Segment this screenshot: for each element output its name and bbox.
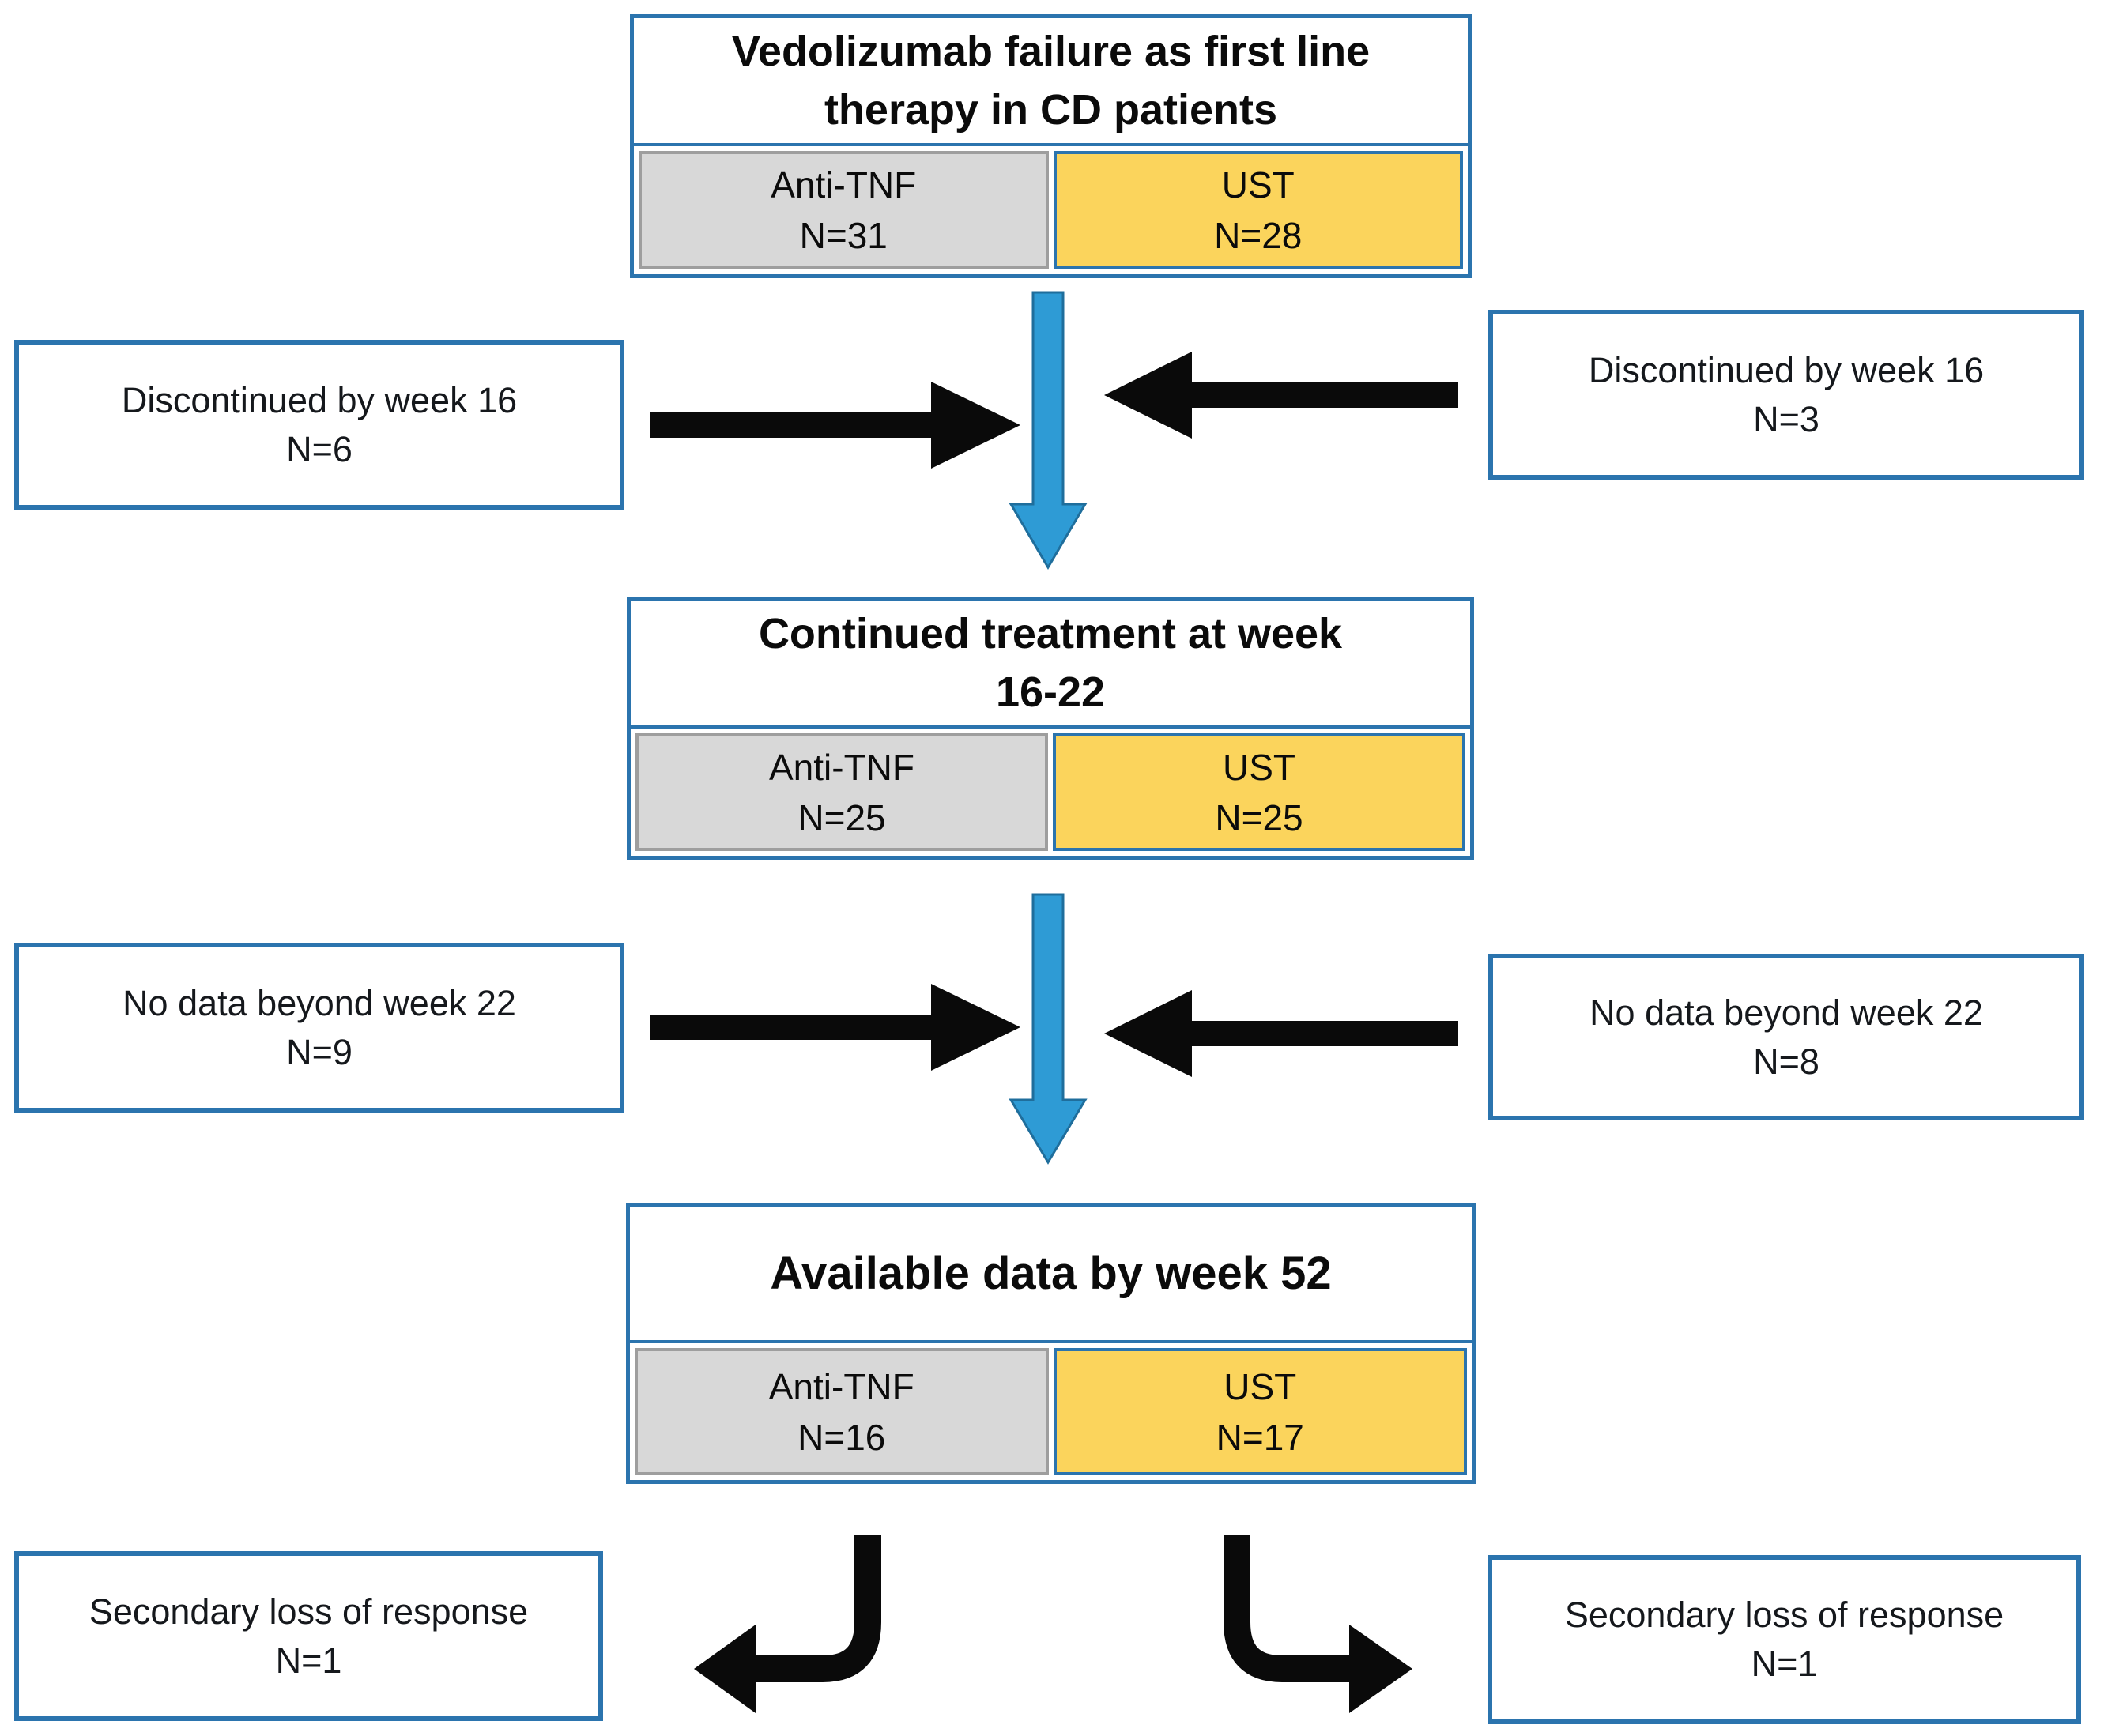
anti-tnf-cell: Anti-TNF N=31 bbox=[639, 151, 1049, 269]
stage-title-line: Continued treatment at week bbox=[758, 610, 1343, 657]
stage-title: Continued treatment at week 16-22 bbox=[631, 601, 1470, 725]
black-left-arrow-row2 bbox=[1104, 990, 1458, 1077]
ust-cell: UST N=25 bbox=[1053, 733, 1465, 851]
cell-label: UST bbox=[1223, 746, 1295, 788]
stage-title-line: 16-22 bbox=[995, 668, 1106, 716]
note-secondary-loss-ust: Secondary loss of response N=1 bbox=[1488, 1555, 2081, 1724]
ust-cell: UST N=17 bbox=[1053, 1348, 1467, 1475]
stage-box-vedolizumab-failure: Vedolizumab failure as first line therap… bbox=[630, 14, 1472, 278]
cell-count: N=25 bbox=[1215, 796, 1303, 838]
note-no-data-week22-ust: No data beyond week 22 N=8 bbox=[1488, 954, 2084, 1120]
stage-cells: Anti-TNF N=16 UST N=17 bbox=[630, 1340, 1472, 1480]
cell-count: N=16 bbox=[797, 1416, 886, 1458]
cell-label: Anti-TNF bbox=[771, 164, 917, 205]
note-text: Discontinued by week 16 bbox=[1588, 349, 1985, 390]
note-count: N=1 bbox=[1751, 1644, 1818, 1684]
black-curved-down-right-arrow bbox=[1224, 1535, 1412, 1713]
black-right-arrow-row2 bbox=[650, 984, 1020, 1071]
cell-label: Anti-TNF bbox=[769, 746, 914, 788]
black-right-arrow-row1 bbox=[650, 382, 1020, 469]
blue-down-arrow-2 bbox=[1009, 893, 1088, 1165]
note-text: No data beyond week 22 bbox=[123, 982, 516, 1023]
cell-label: Anti-TNF bbox=[768, 1365, 914, 1407]
stage-cells: Anti-TNF N=31 UST N=28 bbox=[634, 143, 1468, 274]
note-count: N=3 bbox=[1753, 398, 1819, 439]
stage-title-line: Available data by week 52 bbox=[770, 1248, 1332, 1299]
blue-down-arrow-1 bbox=[1009, 291, 1088, 570]
note-discontinued-week16-anti-tnf: Discontinued by week 16 N=6 bbox=[14, 340, 624, 510]
note-count: N=9 bbox=[286, 1031, 353, 1072]
stage-title-line: Vedolizumab failure as first line bbox=[731, 28, 1371, 75]
anti-tnf-cell: Anti-TNF N=16 bbox=[635, 1348, 1049, 1475]
stage-title: Vedolizumab failure as first line therap… bbox=[634, 18, 1468, 143]
cell-label: UST bbox=[1221, 164, 1295, 205]
cell-count: N=31 bbox=[799, 215, 888, 256]
note-count: N=8 bbox=[1753, 1041, 1819, 1082]
black-curved-down-left-arrow bbox=[694, 1535, 881, 1713]
note-text: Discontinued by week 16 bbox=[121, 379, 518, 420]
cell-count: N=17 bbox=[1216, 1416, 1304, 1458]
cell-count: N=25 bbox=[797, 796, 886, 838]
note-text: No data beyond week 22 bbox=[1589, 992, 1983, 1033]
cell-label: UST bbox=[1224, 1365, 1297, 1407]
stage-title-line: therapy in CD patients bbox=[824, 86, 1278, 134]
note-secondary-loss-anti-tnf: Secondary loss of response N=1 bbox=[14, 1551, 603, 1721]
note-discontinued-week16-ust: Discontinued by week 16 N=3 bbox=[1488, 310, 2084, 480]
ust-cell: UST N=28 bbox=[1053, 151, 1463, 269]
note-text: Secondary loss of response bbox=[1564, 1595, 2004, 1635]
stage-title: Available data by week 52 bbox=[630, 1207, 1472, 1340]
note-text: Secondary loss of response bbox=[89, 1591, 529, 1632]
anti-tnf-cell: Anti-TNF N=25 bbox=[635, 733, 1048, 851]
note-count: N=1 bbox=[275, 1640, 342, 1681]
stage-cells: Anti-TNF N=25 UST N=25 bbox=[631, 725, 1470, 856]
cell-count: N=28 bbox=[1214, 215, 1303, 256]
stage-box-available-data-week52: Available data by week 52 Anti-TNF N=16 … bbox=[626, 1203, 1476, 1484]
stage-box-continued-treatment: Continued treatment at week 16-22 Anti-T… bbox=[627, 597, 1474, 860]
note-no-data-week22-anti-tnf: No data beyond week 22 N=9 bbox=[14, 943, 624, 1113]
black-left-arrow-row1 bbox=[1104, 352, 1458, 439]
note-count: N=6 bbox=[286, 428, 353, 469]
